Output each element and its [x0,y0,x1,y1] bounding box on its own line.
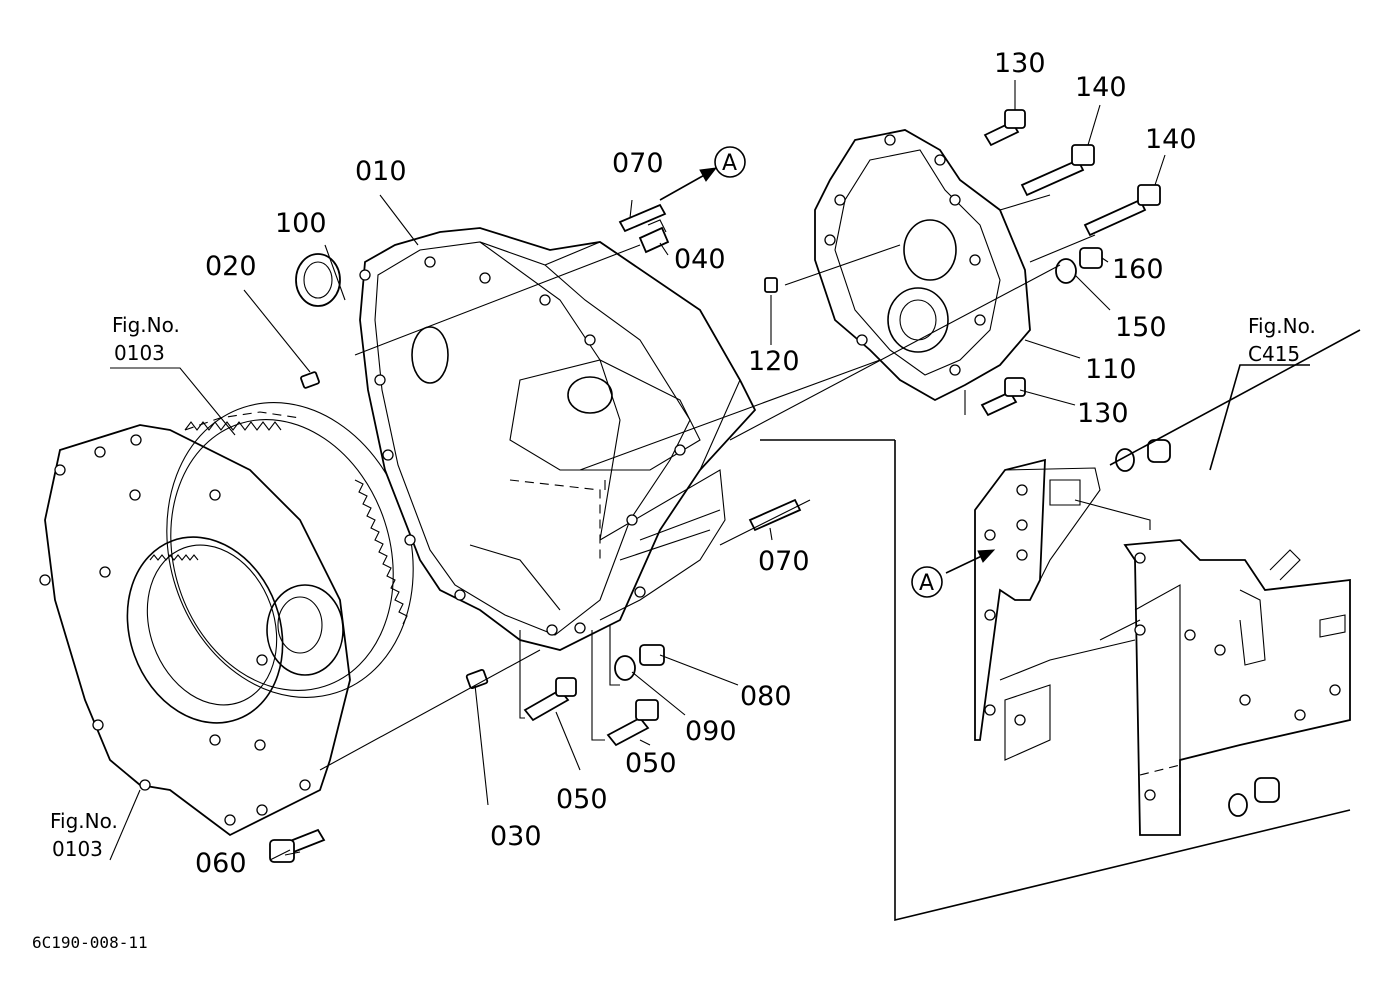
bolt-140-a-head [1071,144,1095,166]
callout-130-bottom: 130 [1077,398,1129,429]
callout-140-a: 140 [1075,72,1127,103]
figref-c415-line2: C415 [1248,342,1300,366]
flywheel-plate-assembly [39,402,414,837]
plug-040 [638,226,670,254]
pin-120 [764,277,778,293]
callout-050-b: 050 [625,748,677,779]
plug-080 [639,644,665,666]
callout-030: 030 [490,821,542,852]
callout-140-b: 140 [1145,124,1197,155]
front-frame-assembly [974,439,1351,836]
callout-080: 080 [740,681,792,712]
bolt-050-b-head [635,699,659,721]
callout-040: 040 [674,244,726,275]
callout-020: 020 [205,251,257,282]
callout-160: 160 [1112,254,1164,285]
connector-a-frame: A [911,566,943,598]
plug-160 [1079,247,1103,269]
bolt-140-b [1083,198,1147,237]
callout-070-top: 070 [612,148,664,179]
callout-100: 100 [275,208,327,239]
callout-070-bottom: 070 [758,546,810,577]
nut-frame-bottom [1254,777,1280,803]
bolt-050-a [523,688,570,722]
connector-a-top: A [714,146,746,178]
figref-c415-line1: Fig.No. [1248,314,1316,338]
callout-060: 060 [195,848,247,879]
figref-0103-bottom-line1: Fig.No. [50,809,118,833]
callout-110: 110 [1085,354,1137,385]
washer-090 [614,655,636,681]
connector-a-frame-letter: A [919,571,934,596]
bolt-140-b-head [1137,184,1161,206]
pin-020 [300,371,320,389]
nut-frame-top [1147,439,1171,463]
stud-070-bottom [748,498,802,532]
stud-070-top [618,203,667,233]
bolt-050-a-head [555,677,577,697]
leader-lines [109,80,1166,861]
callout-010: 010 [355,156,407,187]
callout-050-a: 050 [556,784,608,815]
bolt-050-b [606,716,650,747]
pin-030 [465,669,489,689]
callout-labels: 010 020 030 040 050 050 060 070 070 080 … [195,48,1197,879]
figure-references: Fig.No. 0103 Fig.No. 0103 Fig.No. C415 [50,313,1316,861]
figref-0103-bottom-line2: 0103 [52,837,103,861]
cover-110 [814,129,1031,402]
callout-120: 120 [748,346,800,377]
callout-150: 150 [1115,312,1167,343]
washer-150 [1055,258,1077,284]
connector-a-top-letter: A [722,151,737,176]
callout-130-top: 130 [994,48,1046,79]
diagram-code: 6C190-008-11 [32,933,148,952]
callout-090: 090 [685,716,737,747]
clutch-housing-010 [359,227,757,651]
assembly-axes [284,194,1361,922]
cap-100 [295,253,341,307]
bolt-130-bottom [980,390,1018,417]
figref-0103-top-line2: 0103 [114,341,165,365]
figref-0103-top-line1: Fig.No. [112,313,180,337]
washer-frame-bottom [1228,793,1248,817]
bolt-130-bottom-head [1004,377,1026,397]
bolt-130-top-head [1004,109,1026,129]
bolt-140-a [1020,158,1085,197]
